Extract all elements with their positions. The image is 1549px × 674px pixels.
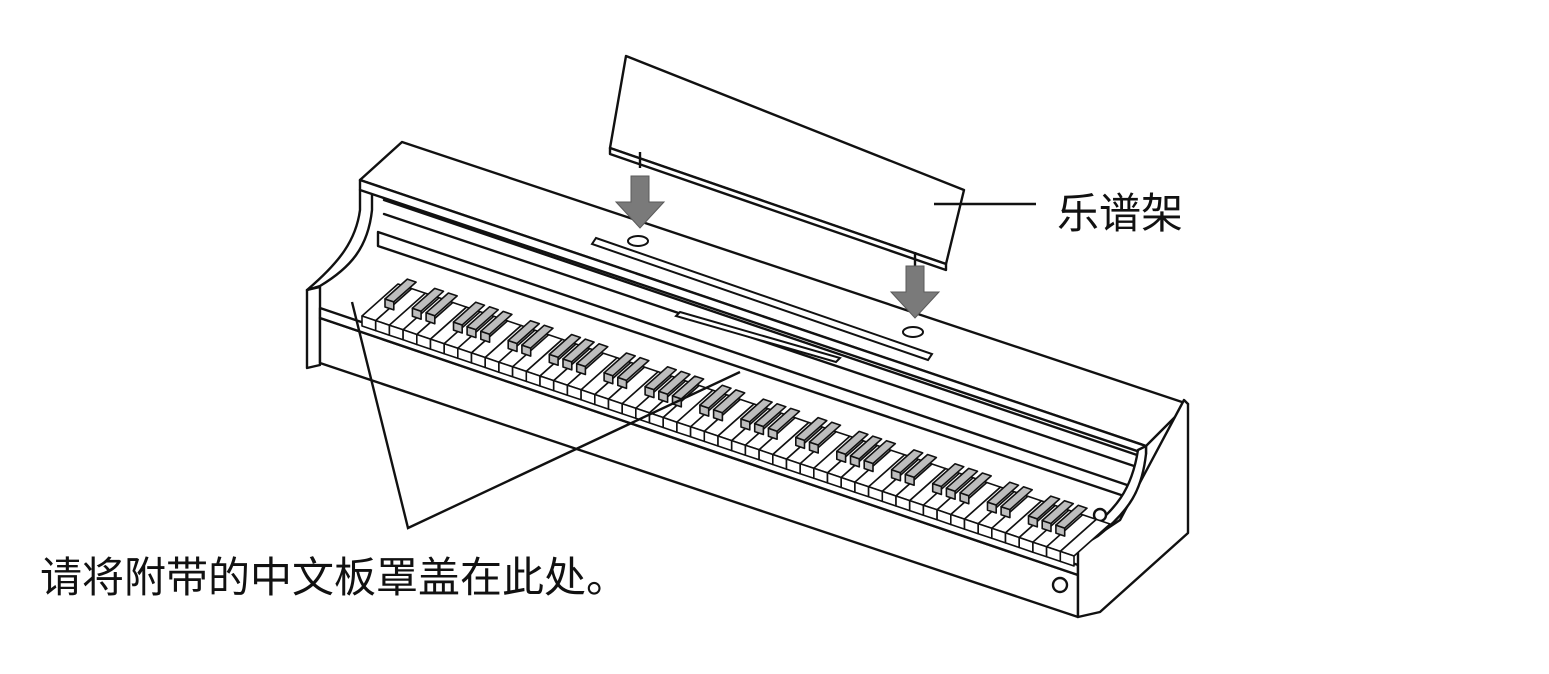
black-key: [904, 453, 938, 479]
left-side-arm: [305, 188, 374, 292]
black-key: [671, 375, 705, 400]
black-key: [863, 439, 897, 465]
black-key: [425, 292, 458, 317]
stand-groove: [674, 310, 842, 364]
arrow-right: [889, 265, 941, 319]
black-key: [959, 472, 992, 497]
black-key: [644, 366, 677, 391]
black-key: [1055, 504, 1088, 529]
black-key: [562, 338, 595, 363]
black-key: [890, 449, 924, 474]
cover-instruction-label: 请将附带的中文板罩盖在此处。: [40, 553, 629, 602]
black-key: [548, 333, 582, 359]
black-key: [521, 324, 554, 349]
black-key: [740, 398, 773, 423]
left-cheek: [305, 285, 322, 370]
arrow-left: [614, 175, 666, 229]
insert-arrows: [614, 175, 941, 319]
black-key: [1041, 499, 1075, 525]
black-key: [753, 403, 787, 428]
black-key: [795, 416, 828, 442]
stand-hole-left: [627, 235, 649, 247]
slot-rail: [590, 236, 934, 362]
white-key-front: [1059, 550, 1075, 567]
black-key: [507, 319, 541, 345]
black-key: [945, 467, 979, 492]
black-key: [931, 463, 965, 488]
music-stand-bottom-edge: [608, 146, 948, 272]
black-key: [712, 389, 746, 414]
black-key: [480, 310, 513, 335]
black-key: [1027, 495, 1061, 520]
callouts: [350, 202, 1036, 530]
black-key: [575, 343, 609, 368]
black-key: [986, 481, 1020, 506]
keyboard: [361, 278, 1111, 567]
black-key: [767, 407, 801, 432]
black-key: [466, 306, 499, 331]
piano-body: [305, 140, 1190, 619]
stand-hole-right: [902, 326, 924, 338]
black-key: [1000, 486, 1033, 511]
callout-cover-lines: [350, 301, 741, 530]
black-key: [452, 301, 486, 326]
black-key: [849, 435, 883, 460]
black-key: [699, 384, 732, 409]
black-key: [411, 287, 445, 312]
black-key: [658, 370, 691, 395]
headphone-jack: [1051, 576, 1069, 594]
black-key: [808, 421, 842, 446]
black-key: [617, 356, 650, 382]
stand-slots: [590, 235, 934, 364]
black-key: [836, 430, 869, 455]
black-key: [384, 278, 417, 303]
black-key: [603, 352, 636, 377]
music-stand-label: 乐谱架: [1057, 189, 1184, 238]
music-stand: [608, 54, 966, 272]
